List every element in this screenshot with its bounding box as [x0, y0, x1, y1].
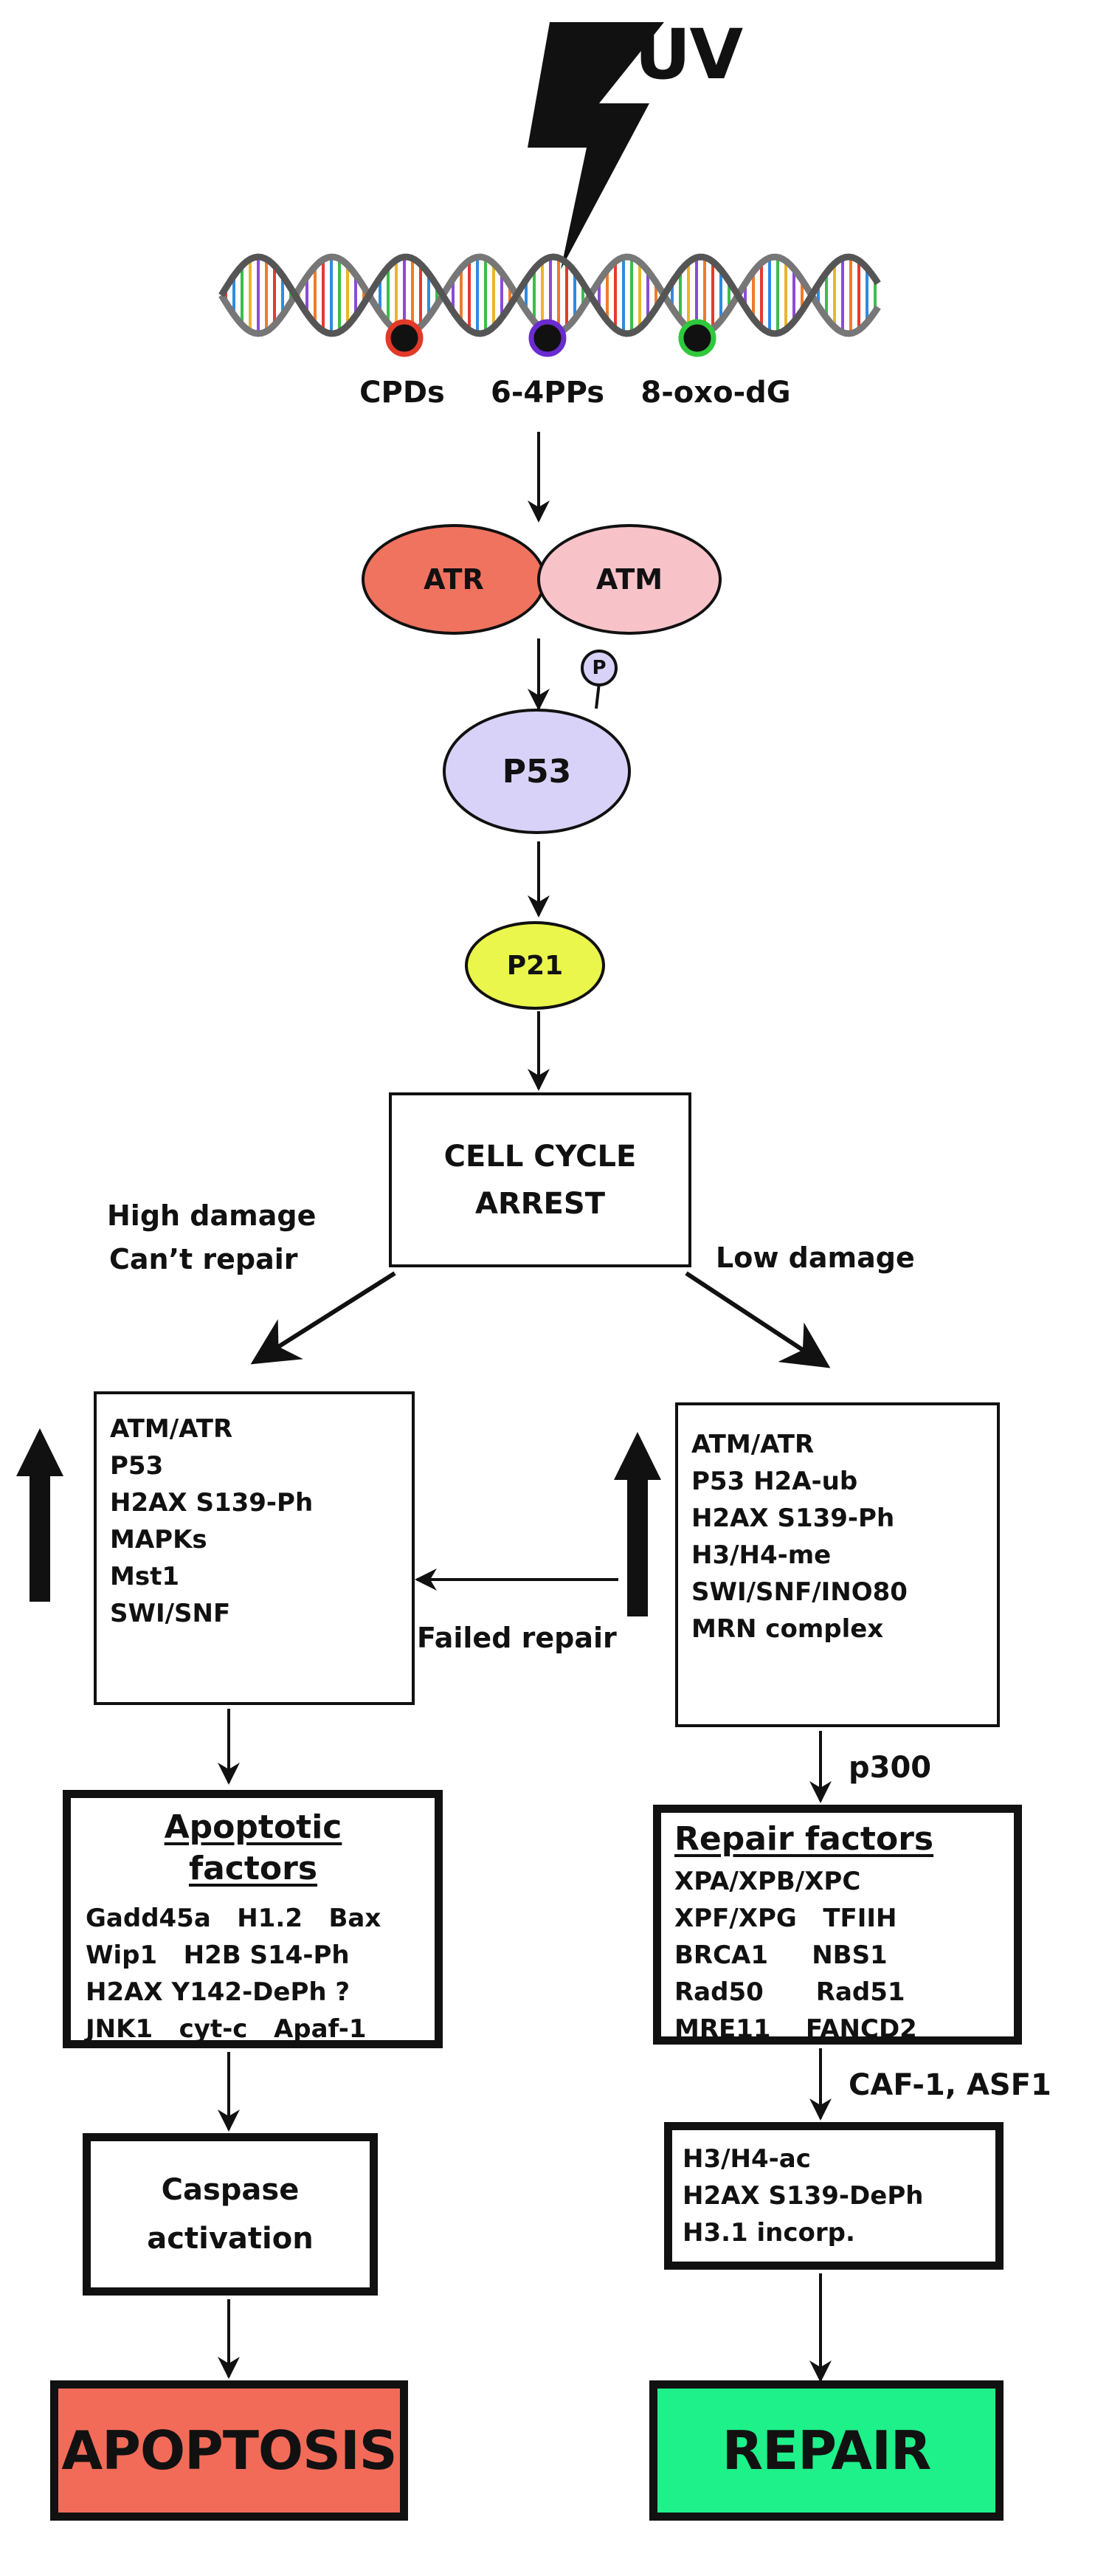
lesion-label-cpds: CPDs [359, 376, 445, 410]
caspase-activation-box: Caspase activation [83, 2133, 378, 2296]
apoptotic-title-line2: factors [188, 1850, 318, 1887]
chromatin-list: H3/H4-ac H2AX S139-DePh H3.1 incorp. [683, 2141, 923, 2251]
apoptotic-item: H2AX Y142-DePh ? [86, 1977, 350, 2007]
arrow-low-damage [685, 1271, 831, 1368]
right-signaling-list: ATM/ATR P53 H2A-ub H2AX S139-Ph H3/H4-me… [691, 1426, 908, 1647]
left-signaling-item: MAPKs [110, 1525, 207, 1554]
atr-node: ATR [362, 524, 546, 635]
repair-item: XPF/XPG TFIIH [674, 1904, 897, 1933]
chromatin-item: H3.1 incorp. [683, 2218, 855, 2248]
lightning-bolt-icon [528, 22, 664, 269]
apoptosis-label: APOPTOSIS [61, 2420, 397, 2482]
repair-item: BRCA1 NBS1 [674, 1940, 888, 1970]
left-signaling-list: ATM/ATR P53 H2AX S139-Ph MAPKs Mst1 SWI/… [110, 1411, 313, 1632]
right-signaling-item: H2AX S139-Ph [691, 1504, 895, 1533]
p300-label: p300 [849, 1751, 932, 1785]
repair-factors-box: Repair factors XPA/XPB/XPC XPF/XPG TFIIH… [653, 1805, 1022, 2045]
apoptotic-list: Gadd45a H1.2 Bax Wip1 H2B S14-Ph H2AX Y1… [86, 1900, 381, 2048]
p53-node: P53 [443, 709, 631, 834]
high-damage-label: High damage [107, 1199, 317, 1232]
uv-label: UV [635, 15, 743, 95]
p21-label: P21 [506, 950, 564, 981]
apoptotic-title-line1: Apoptotic [164, 1808, 342, 1846]
apoptotic-factors-box: Apoptotic factors Gadd45a H1.2 Bax Wip1 … [63, 1790, 443, 2048]
arrest-line2: ARREST [475, 1186, 605, 1221]
lesion-label-8oxodg: 8-oxo-dG [640, 376, 791, 410]
p21-node: P21 [465, 921, 605, 1010]
atm-label: ATM [595, 563, 663, 596]
cpd-lesion-icon [385, 319, 424, 357]
right-signaling-item: MRN complex [691, 1614, 884, 1644]
repair-title: Repair factors [674, 1820, 934, 1858]
phospho-label: P [592, 657, 607, 679]
left-signaling-item: Mst1 [110, 1562, 179, 1591]
chromatin-item: H2AX S139-DePh [683, 2181, 924, 2211]
repair-outcome-box: REPAIR [649, 2380, 1004, 2521]
repair-item: XPA/XPB/XPC [674, 1867, 861, 1896]
cant-repair-label: Can’t repair [109, 1243, 298, 1275]
cell-cycle-arrest-box: CELL CYCLE ARREST [389, 1092, 691, 1267]
left-signaling-item: P53 [110, 1451, 164, 1481]
caf-asf-label: CAF-1, ASF1 [849, 2068, 1051, 2102]
atm-node: ATM [537, 524, 722, 635]
dna-backbone-strand [218, 253, 881, 337]
repair-item: MRE11 FANCD2 [674, 2014, 917, 2044]
repair-list: XPA/XPB/XPC XPF/XPG TFIIH BRCA1 NBS1 Rad… [674, 1863, 917, 2048]
left-signaling-box: ATM/ATR P53 H2AX S139-Ph MAPKs Mst1 SWI/… [94, 1391, 415, 1705]
p53-label: P53 [502, 752, 572, 791]
left-signaling-item: ATM/ATR [110, 1414, 233, 1444]
phospho-badge: P [581, 650, 618, 686]
64pp-lesion-icon [528, 319, 567, 357]
right-signaling-box: ATM/ATR P53 H2A-ub H2AX S139-Ph H3/H4-me… [675, 1402, 1000, 1727]
arrow-high-damage [250, 1271, 396, 1365]
apoptotic-item: Wip1 H2B S14-Ph [86, 1940, 350, 1970]
apoptotic-item: Gadd45a H1.2 Bax [86, 1904, 381, 1933]
caspase-line2: activation [147, 2222, 314, 2256]
lesion-label-64pps: 6-4PPs [490, 376, 605, 410]
chromatin-restoration-box: H3/H4-ac H2AX S139-DePh H3.1 incorp. [664, 2122, 1004, 2270]
caspase-line1: Caspase [161, 2173, 300, 2207]
right-signaling-item: SWI/SNF/INO80 [691, 1577, 908, 1607]
left-signaling-item: SWI/SNF [110, 1599, 231, 1628]
right-signaling-item: H3/H4-me [691, 1540, 832, 1570]
apoptotic-item: JNK1 cyt-c Apaf-1 [86, 2014, 367, 2044]
chromatin-item: H3/H4-ac [683, 2144, 811, 2174]
arrest-line1: CELL CYCLE [443, 1139, 637, 1174]
low-damage-label: Low damage [716, 1241, 915, 1274]
right-signaling-item: ATM/ATR [691, 1430, 815, 1459]
up-arrow-icon [614, 1432, 661, 1616]
up-arrow-icon [16, 1428, 63, 1602]
repair-item: Rad50 Rad51 [674, 1977, 905, 2007]
8oxodg-lesion-icon [678, 319, 716, 357]
apoptosis-outcome-box: APOPTOSIS [50, 2380, 408, 2521]
right-signaling-item: P53 H2A-ub [691, 1467, 858, 1496]
atr-label: ATR [424, 563, 484, 596]
left-signaling-item: H2AX S139-Ph [110, 1488, 314, 1518]
repair-label: REPAIR [722, 2420, 932, 2482]
phospho-tether [595, 682, 601, 709]
failed-repair-label: Failed repair [417, 1622, 617, 1654]
